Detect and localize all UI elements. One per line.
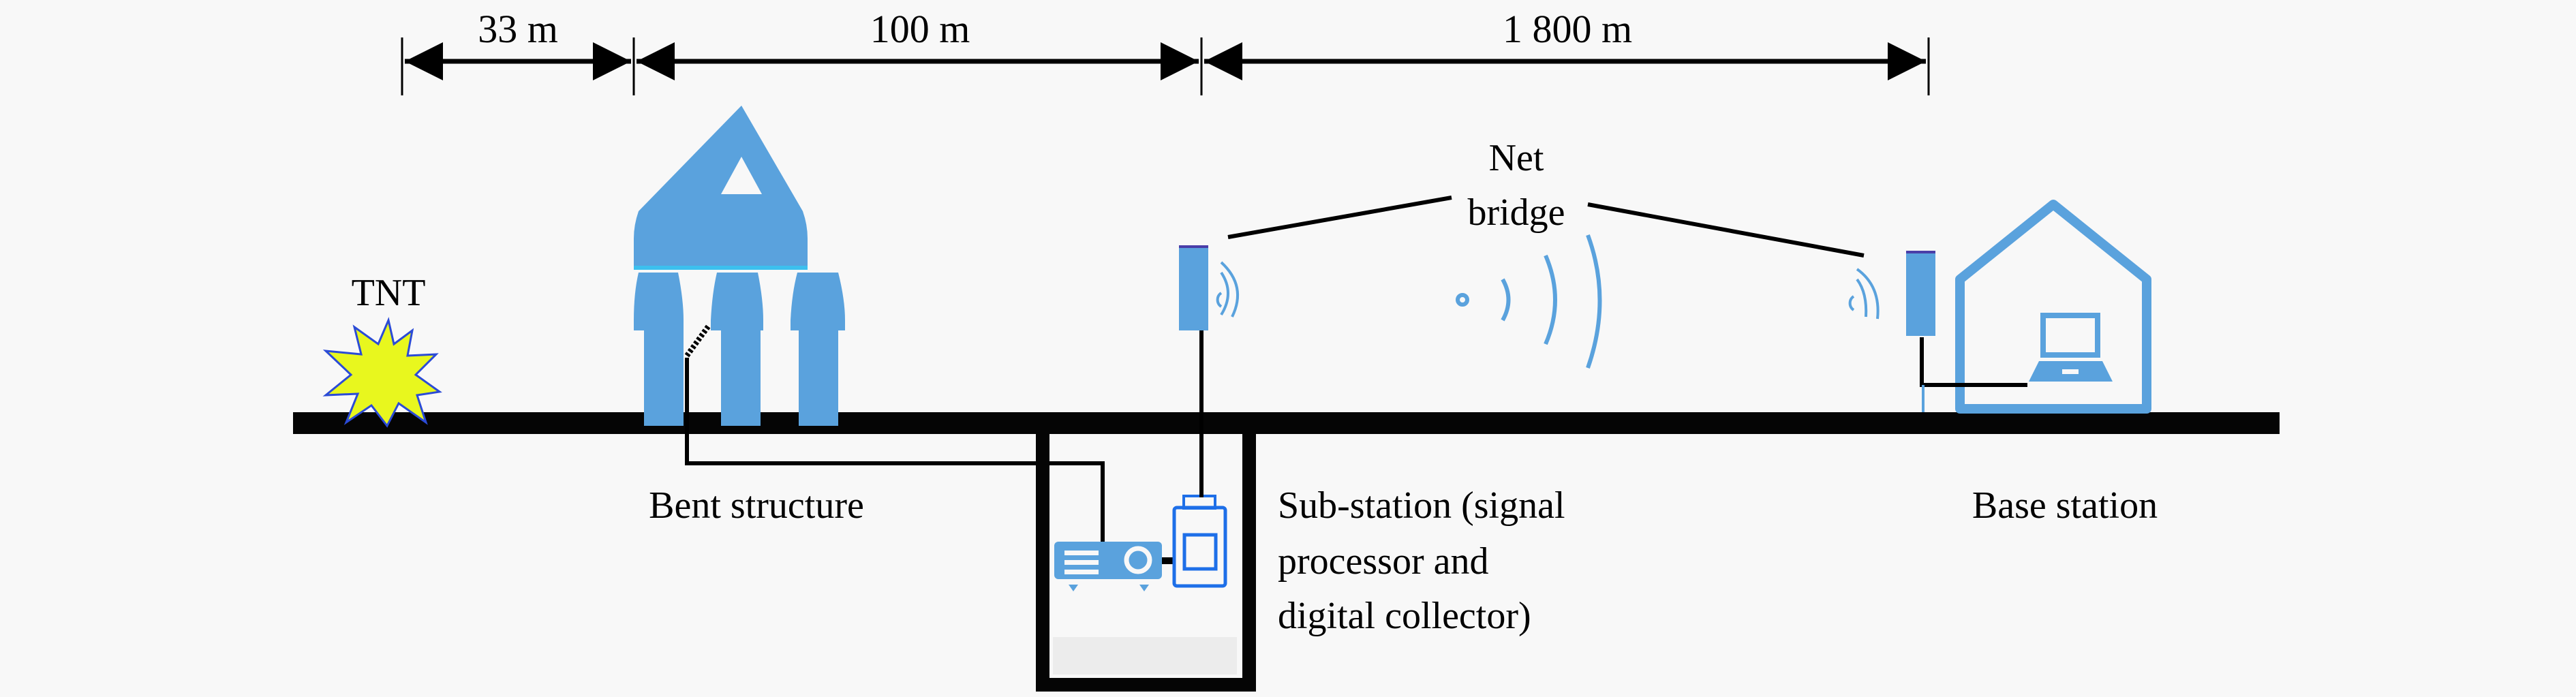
tnt-label: TNT bbox=[352, 272, 426, 314]
laptop-icon bbox=[2029, 313, 2113, 382]
net-bridge-label-line1: Net bbox=[1489, 137, 1544, 179]
net-bridge-right-icon bbox=[1848, 251, 1935, 336]
dimension-label-1800m: 1 800 m bbox=[1503, 7, 1632, 51]
sensor-cable bbox=[685, 358, 1105, 564]
sensor-icon bbox=[684, 324, 711, 358]
net-bridge-label-line2: bridge bbox=[1467, 191, 1565, 234]
dimension-ticks bbox=[401, 37, 1930, 95]
ground-line bbox=[293, 412, 2280, 434]
base-station-house-icon bbox=[1955, 200, 2151, 414]
net-bridge-callout-left bbox=[1227, 196, 1452, 239]
substation-pit bbox=[1036, 434, 1256, 692]
dimension-label-100m: 100 m bbox=[870, 7, 970, 51]
substation-label-line1: Sub-station (signal bbox=[1278, 484, 1565, 527]
wireless-signal-icon bbox=[1456, 234, 1602, 369]
dimension-label-33m: 33 m bbox=[478, 7, 558, 51]
net-bridge-left-icon bbox=[1179, 245, 1239, 330]
base-station-label: Base station bbox=[1972, 484, 2158, 527]
signal-processor-icon bbox=[1054, 542, 1174, 591]
substation-label-line2: processor and bbox=[1278, 540, 1488, 583]
digital-collector-icon bbox=[1172, 495, 1227, 588]
substation-label-line3: digital collector) bbox=[1278, 595, 1531, 637]
net-bridge-callout-right bbox=[1587, 202, 1865, 258]
bent-structure-label: Bent structure bbox=[649, 484, 864, 527]
explosion-icon bbox=[322, 317, 442, 428]
bent-structure-icon bbox=[634, 106, 845, 426]
base-station-cable bbox=[1920, 337, 2027, 387]
